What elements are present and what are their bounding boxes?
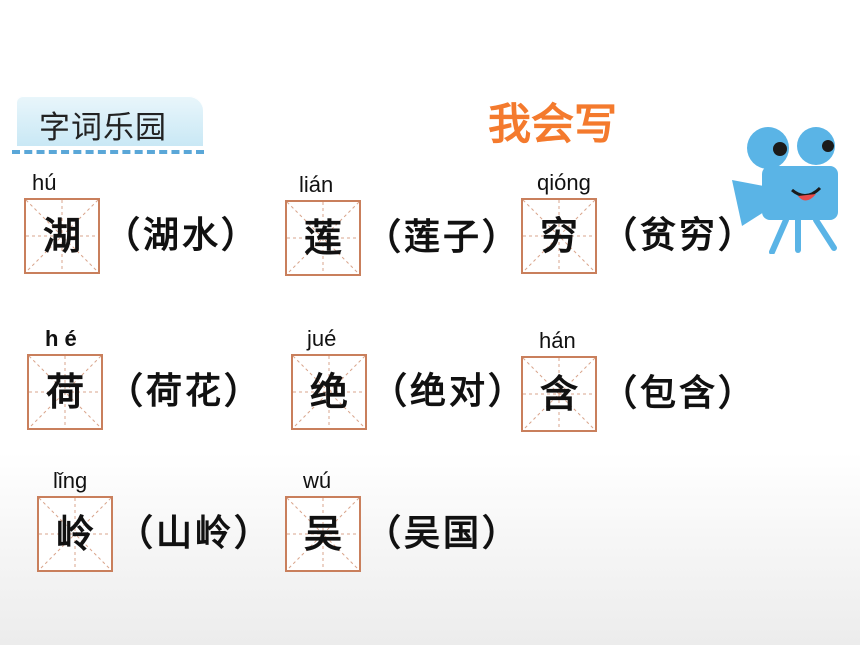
example-word: （山岭） <box>117 512 274 554</box>
practice-char: 莲 <box>303 215 342 260</box>
grid-guides <box>293 356 365 428</box>
film-camera-mascot-icon <box>732 127 838 254</box>
practice-char: 含 <box>539 371 578 416</box>
grid-guides <box>26 200 98 272</box>
example-word: （湖水） <box>104 214 261 256</box>
grid-guides <box>29 356 101 428</box>
page-heading: 我会写 <box>488 100 617 150</box>
tian-grid-box: 湖 <box>24 198 100 274</box>
grid-guides <box>287 202 359 274</box>
example-word: （包含） <box>601 372 758 414</box>
example-word: （莲子） <box>365 216 522 258</box>
pinyin-label: jué <box>307 326 337 351</box>
pinyin-label: hú <box>32 170 57 195</box>
example-word: （吴国） <box>365 512 522 554</box>
tian-grid-box: 穷 <box>521 198 597 274</box>
section-tab: 字词乐园 <box>17 96 203 146</box>
practice-char: 湖 <box>42 213 81 258</box>
pinyin-label: lián <box>299 172 334 197</box>
example-word: （荷花） <box>107 370 264 412</box>
pinyin-label: qióng <box>537 170 591 195</box>
practice-char: 荷 <box>45 369 84 414</box>
pinyin-label: hán <box>539 328 576 353</box>
tian-grid-box: 岭 <box>37 496 113 572</box>
tian-grid-box: 莲 <box>285 200 361 276</box>
grid-guides <box>523 358 595 430</box>
grid-guides <box>39 498 111 570</box>
practice-char: 岭 <box>55 511 94 556</box>
pinyin-label: wú <box>303 468 332 493</box>
practice-char: 绝 <box>309 369 348 414</box>
practice-char: 穷 <box>539 213 578 258</box>
section-tab-label: 字词乐园 <box>39 110 167 146</box>
tian-grid-box: 荷 <box>27 354 103 430</box>
pinyin-label: h é <box>45 326 77 351</box>
grid-guides <box>523 200 595 272</box>
tian-grid-box: 吴 <box>285 496 361 572</box>
pinyin-label: lǐng <box>53 468 88 493</box>
example-word: （贫穷） <box>601 214 758 256</box>
example-word: （绝对） <box>371 370 528 412</box>
section-divider <box>12 150 204 154</box>
tian-grid-box: 含 <box>521 356 597 432</box>
grid-guides <box>287 498 359 570</box>
practice-char: 吴 <box>303 511 342 556</box>
tian-grid-box: 绝 <box>291 354 367 430</box>
